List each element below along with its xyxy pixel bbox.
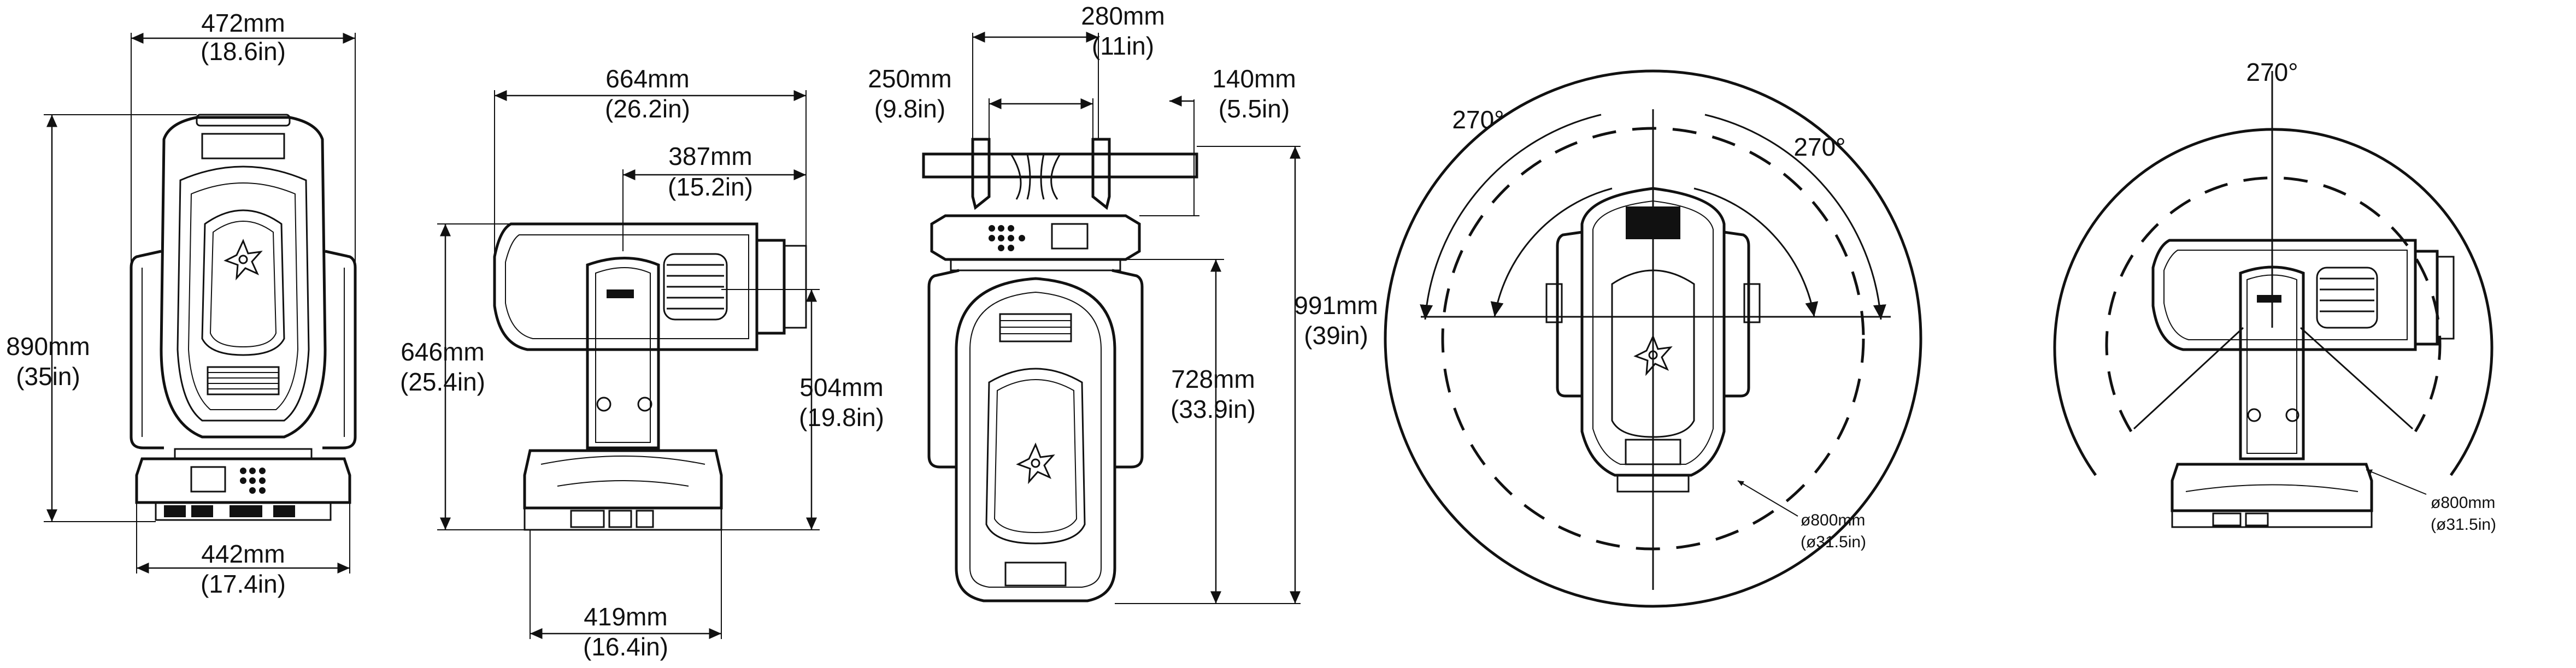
- clamp-width-in: (11in): [1092, 32, 1154, 60]
- pan-view: 270° 270° ø800mm (ø31.5in): [1384, 69, 1922, 608]
- clamp-offset-in: (5.5in): [1219, 94, 1290, 123]
- front-width-mm: 472mm: [201, 9, 285, 37]
- side-depth-mm: 664mm: [605, 64, 689, 93]
- tilt-view: 270° ø800mm (ø31.5in): [2053, 58, 2496, 534]
- clamp-total-in: (39in): [1304, 321, 1368, 350]
- clamp-bracket-mm: 250mm: [868, 64, 951, 93]
- clamp-total-mm: 991mm: [1294, 291, 1378, 320]
- pan-angle-right: 270°: [1793, 133, 1845, 161]
- tilt-diameter-in: (ø31.5in): [2431, 516, 2496, 534]
- side-head-in: (15.2in): [668, 173, 753, 201]
- front-height-in: (35in): [16, 362, 80, 391]
- side-base-mm: 419mm: [584, 602, 667, 631]
- clamp-width-mm: 280mm: [1081, 2, 1165, 30]
- front-view: 472mm (18.6in) 890mm (35in) 442mm (17.4i…: [6, 9, 357, 598]
- front-base-mm: 442mm: [201, 540, 285, 568]
- clamp-head-outline: [955, 277, 1116, 602]
- side-height-mm: 646mm: [401, 338, 484, 366]
- front-height-mm: 890mm: [6, 332, 90, 360]
- side-axis-in: (19.8in): [799, 403, 884, 431]
- front-base-in: (17.4in): [201, 570, 286, 598]
- clamp-offset-mm: 140mm: [1212, 64, 1296, 93]
- clamp-body-in: (33.9in): [1171, 395, 1256, 423]
- side-base-in: (16.4in): [583, 632, 668, 661]
- side-head-outline: [493, 222, 758, 351]
- side-yoke-arm: [586, 257, 660, 450]
- clamp-body-mm: 728mm: [1171, 365, 1255, 393]
- side-head-mm: 387mm: [668, 142, 752, 170]
- clamp-bracket-in: (9.8in): [874, 94, 945, 123]
- side-view: 664mm (26.2in) 387mm (15.2in) 646mm (25.…: [400, 64, 884, 661]
- clamp-view: 280mm (11in) 250mm (9.8in) 140mm (5.5in)…: [868, 2, 1378, 604]
- side-depth-in: (26.2in): [605, 94, 690, 123]
- side-height-in: (25.4in): [400, 368, 485, 396]
- tilt-angle-top: 270°: [2246, 58, 2298, 86]
- front-width-in: (18.6in): [201, 37, 286, 66]
- pan-angle-left: 270°: [1452, 105, 1504, 134]
- side-axis-mm: 504mm: [799, 373, 883, 401]
- pan-diameter-in: (ø31.5in): [1801, 533, 1866, 551]
- pan-diameter-mm: ø800mm: [1801, 511, 1865, 529]
- front-head-outline: [160, 116, 327, 439]
- tilt-diameter-mm: ø800mm: [2431, 494, 2495, 512]
